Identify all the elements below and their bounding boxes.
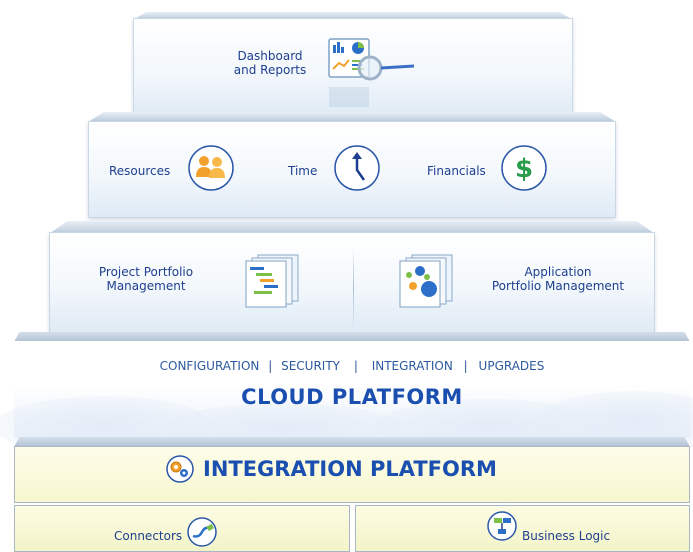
separator: |: [463, 359, 468, 373]
cloud-service-upgrades: UPGRADES: [478, 359, 545, 373]
cloud-platform-layer: CONFIGURATION | SECURITY | INTEGRATION |…: [0, 332, 693, 456]
bubble-chart-icon: [399, 254, 453, 308]
cloud-service-security: SECURITY: [281, 359, 340, 373]
business-logic-panel: Business Logic: [355, 505, 690, 552]
time-label: Time: [288, 164, 318, 178]
tier-dashboard: Dashboard and Reports: [133, 12, 573, 118]
dollar-icon: $: [501, 145, 547, 191]
integration-platform-layer: INTEGRATION PLATFORM: [14, 437, 690, 503]
apm-label: Application Portfolio Management: [491, 265, 625, 293]
magnifier-icon: [357, 55, 415, 81]
connectors-panel: Connectors: [14, 505, 350, 552]
financials-label: Financials: [427, 164, 486, 178]
separator: |: [268, 359, 273, 373]
people-icon: [188, 145, 234, 191]
dashboard-label: Dashboard and Reports: [233, 49, 307, 77]
portfolio-divider: [353, 247, 354, 331]
business-logic-label: Business Logic: [522, 529, 611, 543]
clock-arrow-icon: [334, 145, 380, 191]
gantt-chart-icon: [245, 254, 299, 308]
cloud-service-integration: INTEGRATION: [371, 359, 453, 373]
integration-platform-title: INTEGRATION PLATFORM: [203, 457, 497, 481]
tier-portfolio-management: Project Portfolio Management Application: [49, 221, 655, 333]
cloud-services-row: CONFIGURATION | SECURITY | INTEGRATION |…: [14, 359, 690, 373]
cloud-platform-title: CLOUD PLATFORM: [241, 385, 463, 409]
resources-label: Resources: [109, 164, 171, 178]
cloud-service-configuration: CONFIGURATION: [159, 359, 260, 373]
connector-plug-icon: [187, 517, 217, 547]
gears-icon: [166, 455, 194, 483]
flowchart-icon: [487, 511, 517, 541]
connectors-label: Connectors: [114, 529, 183, 543]
tier-resource-management: Resources Time Financials $: [88, 112, 616, 218]
dashboard-reflection: [329, 87, 369, 107]
ppm-label: Project Portfolio Management: [98, 265, 194, 293]
separator: |: [353, 359, 358, 373]
svg-text:$: $: [515, 154, 533, 184]
